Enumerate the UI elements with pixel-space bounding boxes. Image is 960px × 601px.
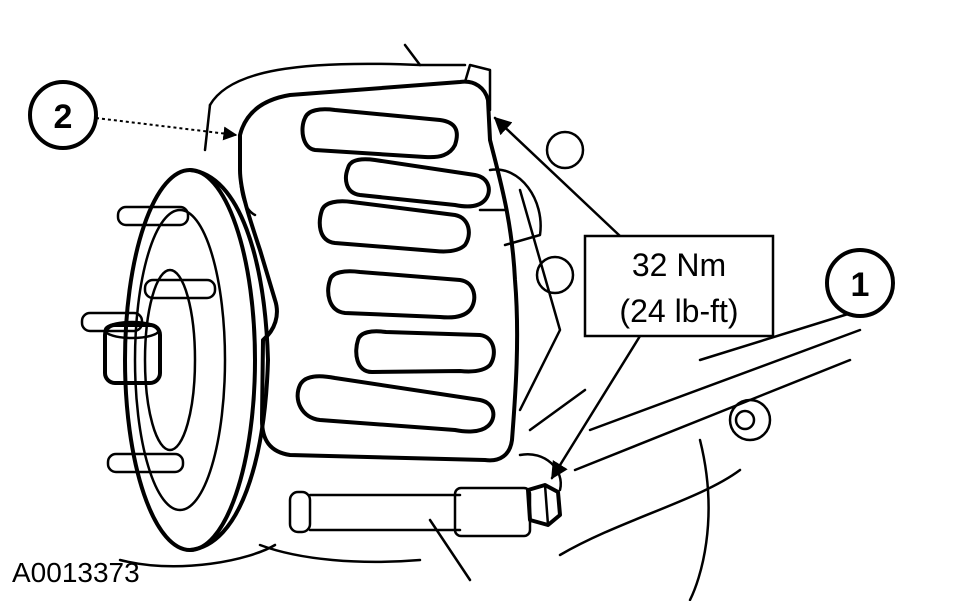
shield-slot	[295, 374, 496, 434]
callout-1-label: 1	[851, 266, 870, 304]
wheel-studs	[80, 205, 217, 474]
wheel-stud	[116, 205, 190, 227]
leader-line-item-2	[95, 117, 238, 141]
torque-imperial: (24 lb-ft)	[619, 293, 738, 329]
caliper-shield	[238, 63, 520, 463]
figure-id: A0013373	[12, 557, 140, 588]
hub-center	[103, 320, 162, 385]
torque-spec-box: 32 Nm (24 lb-ft)	[583, 234, 775, 338]
leader-line-torque-top	[493, 116, 622, 238]
torque-metric: 32 Nm	[632, 247, 726, 283]
steering-knuckle	[203, 43, 862, 601]
wheel-stud	[143, 278, 217, 300]
wheel-stud	[106, 452, 185, 474]
callout-1: 1	[825, 248, 895, 318]
leader-line-torque-bolt	[550, 334, 642, 480]
callout-2-label: 2	[54, 98, 73, 136]
callout-2: 2	[28, 80, 98, 150]
bolt	[526, 483, 562, 527]
shield-slot	[317, 199, 471, 254]
shield-slot	[344, 157, 491, 209]
shield-slot	[354, 329, 496, 374]
wheel-hub	[118, 168, 277, 568]
shield-slot	[300, 107, 459, 160]
shield-slot	[326, 269, 477, 320]
